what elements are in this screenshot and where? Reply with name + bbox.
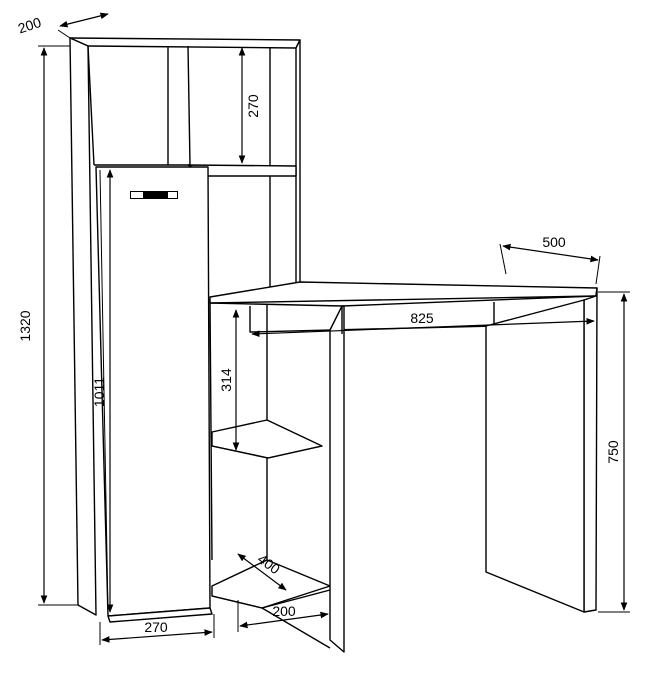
side-shelf-bottom-front <box>211 595 263 609</box>
dim-line-depth-top <box>59 12 109 28</box>
side-shelf-bottom-right <box>261 589 331 609</box>
dim-label-desk-depth: 500 <box>542 234 566 250</box>
door-lock-plate <box>130 191 178 199</box>
dim-label-door-height: 1011 <box>91 377 107 407</box>
dim-label-depth-top: 200 <box>16 14 43 37</box>
dim-line-desk-depth <box>502 243 599 263</box>
dim-label-total-height: 1320 <box>17 310 33 341</box>
dim-line-shelf-width <box>239 611 329 629</box>
door-lock-icon <box>131 192 143 198</box>
dim-line-shelf-depth <box>237 553 287 591</box>
desk-top-front-edge <box>209 295 597 304</box>
desk-apron <box>249 302 495 333</box>
cabinet-middle-divider-front <box>187 45 191 166</box>
desk <box>209 281 598 653</box>
dim-label-side-shelf-gap: 314 <box>218 368 234 392</box>
cabinet-inner-edge <box>87 45 95 166</box>
dim-line-desk-width <box>251 317 595 338</box>
dim-label-desk-width: 825 <box>410 310 434 326</box>
desk-right-leg-edge <box>583 287 598 613</box>
side-shelf-upper-right <box>267 445 323 459</box>
cabinet-left-side <box>69 37 97 616</box>
desk-right-leg <box>485 299 585 613</box>
dim-label-cabinet-width: 270 <box>144 619 168 635</box>
side-shelves <box>211 419 331 649</box>
desk-left-leg <box>329 305 345 653</box>
dim-line-cabinet-width <box>101 629 213 643</box>
cabinet-lower-right-edge <box>209 299 213 561</box>
dim-label-top-shelf: 270 <box>245 94 261 118</box>
side-shelf-upper <box>211 419 323 459</box>
cabinet-plinth <box>107 607 213 623</box>
dimension-lines <box>38 12 630 645</box>
cabinet-top-board <box>69 37 301 49</box>
tall-cabinet <box>69 37 301 623</box>
dim-label-shelf-width: 200 <box>272 603 296 619</box>
side-shelf-upper-front <box>211 445 269 459</box>
dim-label-desk-height: 750 <box>605 440 621 464</box>
cabinet-door <box>95 166 211 617</box>
door-lock-key-icon <box>168 192 177 198</box>
